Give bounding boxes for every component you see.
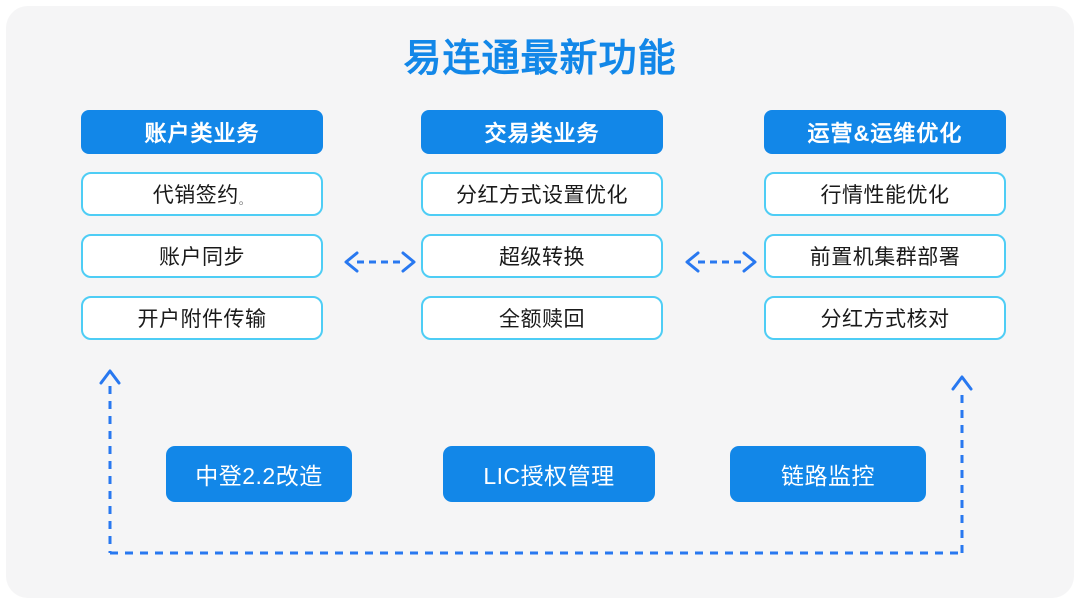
bidirectional-dashed-arrow-icon xyxy=(685,251,757,273)
feature-item[interactable]: 分红方式设置优化 xyxy=(421,172,663,216)
feature-item-label: 分红方式核对 xyxy=(820,308,950,331)
platform-item-zhongdeng[interactable]: 中登2.2改造 xyxy=(166,446,352,502)
column-header-account: 账户类业务 xyxy=(81,110,323,154)
feature-item-label: 分红方式设置优化 xyxy=(456,184,628,207)
feature-item[interactable]: 账户同步 xyxy=(81,234,323,278)
feature-item[interactable]: 分红方式核对 xyxy=(764,296,1006,340)
feature-item[interactable]: 代销签约。 xyxy=(81,172,323,216)
page-title: 易连通最新功能 xyxy=(403,38,677,80)
column-header-operations: 运营&运维优化 xyxy=(764,110,1006,154)
category-column-transaction: 交易类业务 分红方式设置优化 超级转换 全额赎回 xyxy=(421,110,663,340)
platform-item-link-monitor[interactable]: 链路监控 xyxy=(730,446,926,502)
feature-item-label: 行情性能优化 xyxy=(820,184,950,207)
category-column-operations: 运营&运维优化 行情性能优化 前置机集群部署 分红方式核对 xyxy=(764,110,1006,340)
column-header-transaction: 交易类业务 xyxy=(421,110,663,154)
feature-item-label: 全额赎回 xyxy=(499,308,585,331)
slide-card: 易连通最新功能 账户类业务 代销签约。 账户同步 开户附件传输 交易类业务 分红… xyxy=(6,6,1074,598)
feature-item-label: 超级转换 xyxy=(499,246,585,269)
feature-item[interactable]: 超级转换 xyxy=(421,234,663,278)
platform-item-lic[interactable]: LIC授权管理 xyxy=(443,446,655,502)
feature-item[interactable]: 全额赎回 xyxy=(421,296,663,340)
feature-item[interactable]: 前置机集群部署 xyxy=(764,234,1006,278)
category-column-account: 账户类业务 代销签约。 账户同步 开户附件传输 xyxy=(81,110,323,340)
bidirectional-dashed-arrow-icon xyxy=(344,251,416,273)
feature-item-suffix: 。 xyxy=(238,193,252,207)
feature-item[interactable]: 行情性能优化 xyxy=(764,172,1006,216)
feature-item-label: 代销签约 xyxy=(152,184,239,207)
feature-item-label: 开户附件传输 xyxy=(137,308,267,331)
feature-item-label: 前置机集群部署 xyxy=(809,246,961,269)
feature-item[interactable]: 开户附件传输 xyxy=(81,296,323,340)
feature-item-label: 账户同步 xyxy=(159,246,245,269)
